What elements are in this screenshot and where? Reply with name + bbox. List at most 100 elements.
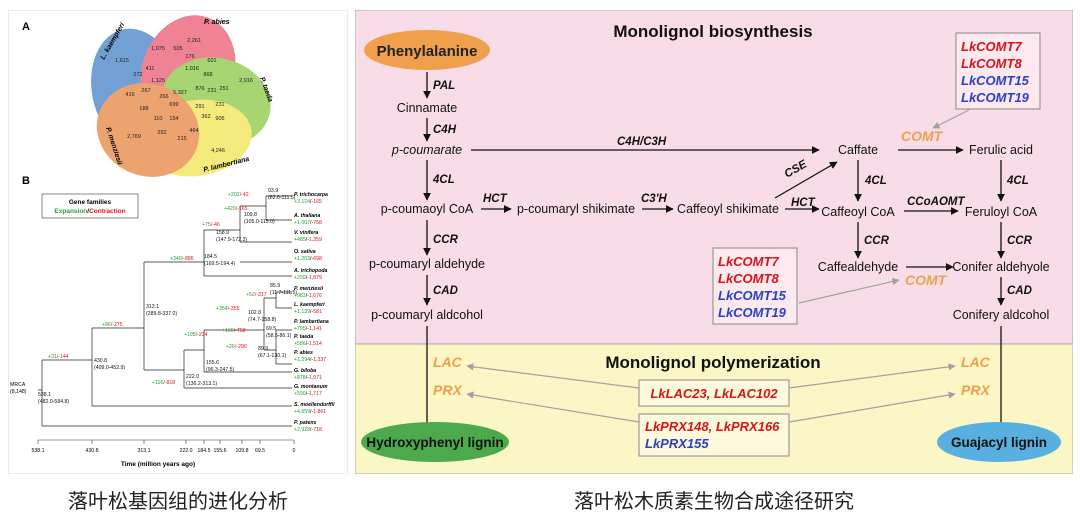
taxon-exp: +586/-1,514 — [294, 341, 322, 347]
phylo-tree — [38, 195, 292, 427]
venn-num: 251 — [219, 86, 228, 92]
enzyme-ccoaomt: CCoAOMT — [907, 196, 965, 208]
branch-change: +420/-165 — [224, 206, 248, 212]
venn-num: 601 — [207, 58, 216, 64]
taxon-exp: +795/-1,141 — [294, 326, 322, 332]
time-axis-label: Time (million years ago) — [121, 461, 195, 468]
compound-conifery-alcohol: Conifery aldcohol — [953, 308, 1050, 322]
compound-p-coumaryl-alcohol: p-coumaryl aldcohol — [371, 308, 483, 322]
taxon-name: O. sativa — [294, 249, 316, 255]
node-age: 102.8 — [248, 310, 261, 316]
node-ci: (74.7-158.8) — [248, 317, 277, 323]
taxon-name: A. trichopoda — [293, 268, 328, 274]
taxon-name: P. abies — [294, 350, 313, 356]
node-ci: (105.0-115.0) — [244, 219, 275, 225]
node-ci: (147.9-172.3) — [216, 237, 247, 243]
taxon-exp: +1,294/-1,337 — [294, 357, 326, 363]
node-ci: (58.5-86.1) — [266, 333, 292, 339]
branch-change: +195/-234 — [184, 332, 208, 338]
enzymes: PAL C4H C4H/C3H 4CL HCT C3'H CSE HCT 4CL… — [432, 80, 1033, 297]
enzyme-4cl-a: 4CL — [432, 174, 455, 186]
prx-genes-line1: LkPRX148, LkPRX166 — [645, 419, 780, 434]
venn-num: 266 — [159, 94, 168, 100]
phenylalanine-node — [364, 30, 490, 70]
guaiacyl-lignin-node — [937, 422, 1061, 462]
venn-num: 1,125 — [151, 78, 165, 84]
gene-label: LkCOMT8 — [718, 271, 779, 286]
taxon-name: A. thaliana — [293, 213, 320, 219]
taxon-exp: +1,139/-581 — [294, 309, 322, 315]
legend-title: Gene families — [69, 199, 112, 206]
venn-num: 2,769 — [127, 134, 141, 140]
venn-num: 2,261 — [187, 38, 201, 44]
taxon-exp: +485/-1,359 — [294, 237, 322, 243]
venn-numbers: 1,615 2,261 2,916 4,246 2,769 1,075 505 … — [115, 38, 253, 154]
reaction-arrows — [423, 72, 1005, 431]
lac-box — [638, 379, 790, 407]
mrca-count: (8,148) — [10, 389, 27, 395]
venn-num: 154 — [169, 116, 178, 122]
taxon-exp: +290/-1,879 — [294, 275, 322, 281]
taxon-exp: +983/-1,676 — [294, 293, 322, 299]
enzyme-c4h-c3h: C4H/C3H — [617, 136, 667, 148]
venn-num: 905 — [215, 116, 224, 122]
gene-label: LkCOMT15 — [961, 73, 1030, 88]
venn-num: 231 — [207, 88, 216, 94]
venn-num: 292 — [157, 130, 166, 136]
taxon-name: P. trichocarpa — [294, 192, 328, 198]
venn-num: 868 — [203, 72, 212, 78]
compound-feruloyl-coa: Feruloyl CoA — [965, 205, 1038, 219]
legend-box — [41, 193, 139, 219]
node-age: 313.1 — [146, 304, 159, 310]
node-ci: (67.1-130.1) — [258, 353, 287, 359]
compound-cinnamate: Cinnamate — [397, 101, 457, 115]
branch-change: +26/-290 — [226, 344, 247, 350]
taxon-exp: +4,659/-1,861 — [294, 409, 326, 415]
gene-label: LkCOMT15 — [718, 288, 787, 303]
compound-caffeoyl-coa: Caffeoyl CoA — [821, 205, 895, 219]
node-ci: (169.5-194.4) — [204, 261, 235, 267]
enzyme-ccr-c: CCR — [1007, 235, 1033, 247]
taxon-name: G. montanum — [294, 384, 328, 390]
pathway-figure: Monolignol biosynthesis Monolignol polym… — [355, 10, 1073, 474]
taxon-exp: +1,203/-698 — [294, 256, 322, 262]
enzyme-prx-right: PRX — [961, 382, 991, 398]
taxon-name: P. taeda — [294, 334, 313, 340]
node-ci: (96.3-247.5) — [206, 367, 235, 373]
node-ci: (409.0-452.9) — [94, 365, 125, 371]
taxon-name: V. vinifera — [294, 230, 318, 236]
node-age: 85.9 — [270, 283, 280, 289]
tick-label: 430.8 — [86, 448, 99, 454]
branch-change: +86/-275 — [102, 322, 123, 328]
compound-p-coumaoyl-coa: p-coumaoyl CoA — [381, 202, 474, 216]
venn-num: 1,615 — [115, 58, 129, 64]
venn-num: 362 — [201, 114, 210, 120]
taxon-exp: +3,124/-165 — [294, 199, 322, 205]
venn-num: 110 — [154, 116, 163, 122]
tick-label: 184.5 — [198, 448, 211, 454]
gene-label: LkCOMT8 — [961, 56, 1022, 71]
node-age: 89.9 — [258, 346, 268, 352]
node-ci: (136.2-313.1) — [186, 381, 217, 387]
branch-change: +166/-758 — [222, 328, 246, 334]
root-label: MRCA (8,148) — [10, 382, 27, 395]
enzyme-c4h: C4H — [433, 124, 457, 136]
venn-num: 1,075 — [151, 46, 165, 52]
taxon-name: P. menziesii — [294, 286, 324, 292]
compound-p-coumarate: p-coumarate — [391, 143, 462, 157]
venn-num: 416 — [125, 92, 134, 98]
branch-change: +202/-42 — [228, 192, 249, 198]
branch-change: +354/-355 — [216, 306, 240, 312]
taxon-exp: +1,007/-758 — [294, 220, 322, 226]
node-age: 109.8 — [244, 212, 257, 218]
panel-a-label: A — [22, 21, 30, 33]
hydroxyphenyl-lignin-node — [361, 422, 509, 462]
enzyme-ccr-a: CCR — [433, 234, 459, 246]
comt-box-top — [955, 32, 1041, 110]
legend-contraction: Contraction — [89, 208, 126, 215]
branch-change: +31/-144 — [48, 354, 69, 360]
legend-expansion: Expansion — [54, 208, 87, 215]
venn-num: 231 — [215, 102, 224, 108]
branch-change: +75/-46 — [202, 222, 220, 228]
enzyme-lac-right: LAC — [961, 354, 991, 370]
